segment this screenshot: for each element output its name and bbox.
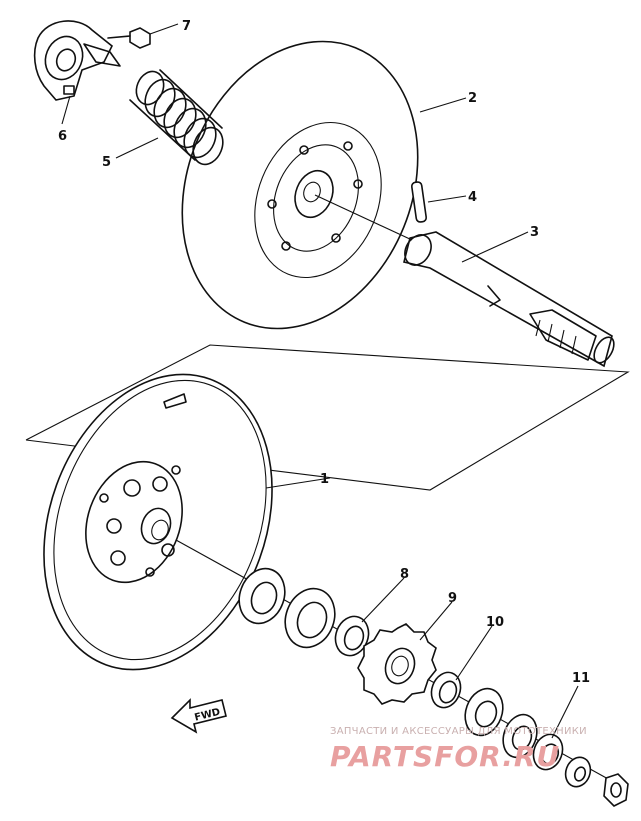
callout-2: 2 <box>468 91 477 106</box>
bearing-unlabeled-b <box>284 587 336 649</box>
bearing-unlabeled-c <box>464 687 504 737</box>
washer-unlabeled <box>564 756 592 788</box>
callout-5: 5 <box>102 155 111 170</box>
watermark: ЗАПЧАСТИ И АКСЕССУАРЫ ДЛЯ МОТОТЕХНИКИ PA… <box>330 726 587 773</box>
seal-unlabeled-d <box>502 713 538 759</box>
fwd-direction-arrow: FWD <box>170 698 227 734</box>
callout-11: 11 <box>572 671 590 686</box>
pin-part-4 <box>410 181 428 223</box>
callout-4: 4 <box>468 190 477 205</box>
callout-1: 1 <box>320 472 329 487</box>
collar-part-11 <box>532 733 564 771</box>
callout-10: 10 <box>486 615 504 630</box>
collar-part-8 <box>334 615 370 657</box>
exploded-view-frame <box>25 344 630 491</box>
watermark-tagline: ЗАПЧАСТИ И АКСЕССУАРЫ ДЛЯ МОТОТЕХНИКИ <box>330 726 587 737</box>
fixed-sheave-part-1 <box>43 373 273 671</box>
callout-7: 7 <box>182 19 191 34</box>
leader-lines <box>61 23 579 739</box>
callout-9: 9 <box>448 591 457 606</box>
callout-6: 6 <box>58 129 67 144</box>
coil-spring-part-5 <box>129 69 224 166</box>
seal-unlabeled-a <box>238 567 286 625</box>
sprocket-part-9 <box>357 623 437 705</box>
watermark-brand: PARTSFOR.RU <box>330 740 560 773</box>
callout-3: 3 <box>530 225 539 240</box>
nut-unlabeled <box>603 773 629 807</box>
sheave-disc-part-2 <box>181 40 419 330</box>
callout-8: 8 <box>400 567 409 582</box>
spacer-part-10 <box>430 671 462 709</box>
shaft-part-3 <box>403 231 615 368</box>
cam-housing-part-6 <box>33 20 121 101</box>
slider-part-7 <box>107 27 151 49</box>
